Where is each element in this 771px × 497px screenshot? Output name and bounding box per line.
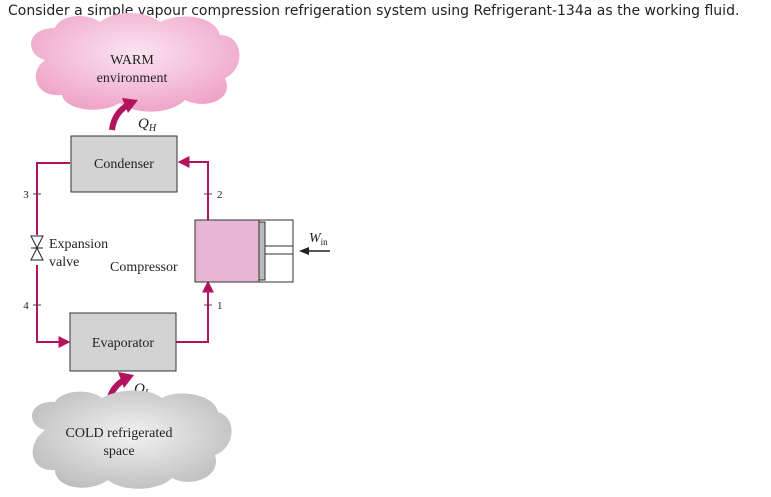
pipe-evaporator-to-compressor [176, 280, 214, 343]
heat-rejected-arrow [109, 98, 138, 131]
cold-space-cloud [32, 390, 232, 489]
evaporator-label: Evaporator [92, 336, 155, 351]
work-input-arrow [299, 247, 330, 255]
condenser-label: Condenser [94, 157, 154, 172]
compressor-cylinder [194, 219, 294, 283]
warm-label: WARM [110, 53, 154, 68]
state-label-4: 4 [23, 300, 29, 312]
warm-environment-cloud [31, 13, 240, 112]
valve-label: valve [49, 255, 79, 270]
pipe-valve-to-evaporator [36, 265, 71, 348]
q-h-label: QH [138, 116, 157, 134]
environment-label: environment [97, 71, 168, 86]
state-label-2: 2 [217, 189, 223, 201]
cold-refrigerated-label: COLD refrigerated [66, 426, 173, 441]
state-label-1: 1 [217, 300, 223, 312]
state-ticks [33, 193, 212, 306]
expansion-label: Expansion [49, 237, 108, 252]
compressor-label: Compressor [110, 260, 178, 275]
state-label-3: 3 [23, 189, 29, 201]
pipe-condenser-to-valve [36, 162, 70, 235]
space-label: space [103, 444, 134, 459]
evaporator-box [69, 312, 177, 372]
question-text: Consider a simple vapour compression ref… [8, 3, 740, 19]
refrigerant-piping [36, 156, 214, 348]
expansion-valve-icon [30, 235, 44, 261]
w-in-label: Win [309, 231, 328, 247]
pipe-compressor-to-condenser [177, 156, 209, 221]
condenser-box [70, 135, 178, 193]
